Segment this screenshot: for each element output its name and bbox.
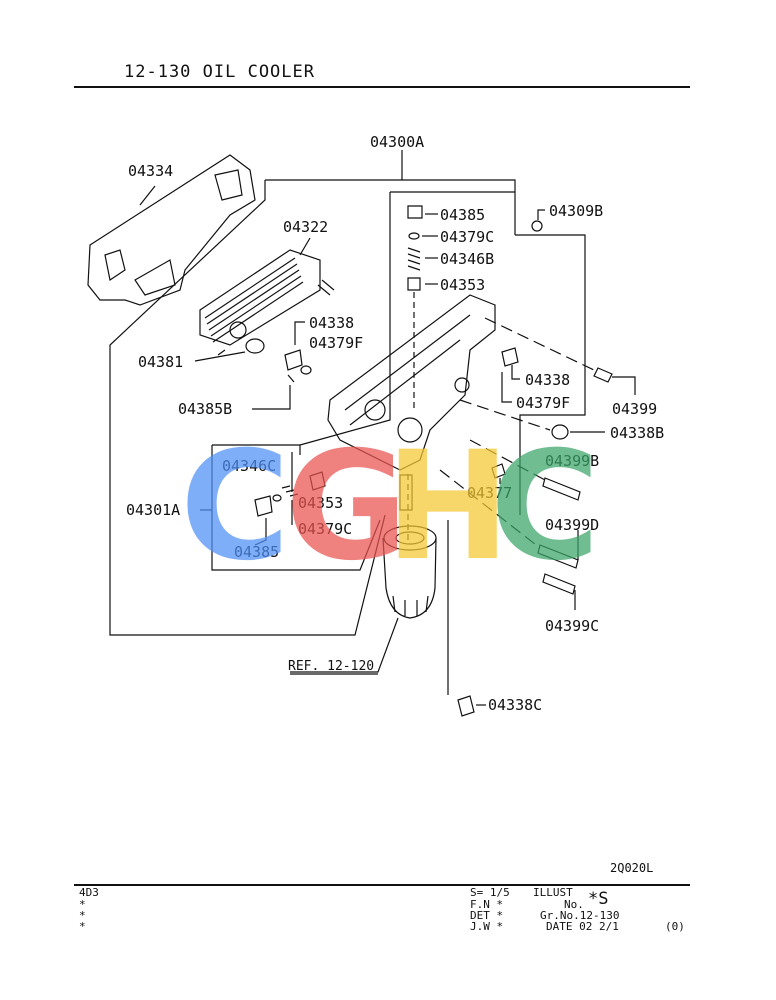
- oil-filter: [382, 537, 437, 619]
- label-04379C-bot: 04379C: [298, 520, 352, 538]
- label-04399D: 04399D: [545, 516, 599, 534]
- label-04338B: 04338B: [610, 424, 664, 442]
- footer-jw: J.W *: [470, 920, 504, 933]
- gasket-hole-2: [214, 169, 243, 201]
- leader-04385-bot: [254, 518, 267, 546]
- cooler-core-04322: [199, 249, 321, 346]
- leader-04381: [194, 351, 246, 362]
- gasket-hole-3: [134, 259, 176, 296]
- label-04353-bot: 04353: [298, 494, 343, 512]
- pin-04385B: [287, 374, 295, 383]
- page-title: 12-130 OIL COOLER: [124, 62, 315, 82]
- leader-04322: [299, 237, 311, 256]
- watermark-letter-g: G: [285, 420, 409, 594]
- label-04346C: 04346C: [222, 457, 276, 475]
- leader-04379F-b: [501, 372, 512, 403]
- spring-04346C: [281, 485, 299, 497]
- plug-04309B: [531, 220, 543, 232]
- leader-04334: [139, 185, 156, 206]
- footer-gr-no: Gr.No.12-130: [540, 909, 620, 922]
- bracket-04300A-left: [109, 180, 386, 636]
- plug-04385-bot: [254, 495, 273, 517]
- watermark-letter-c1: C: [180, 420, 291, 594]
- label-04322: 04322: [283, 218, 328, 236]
- plug-04338-b: [501, 347, 519, 367]
- label-04399C: 04399C: [545, 617, 599, 635]
- label-04334: 04334: [128, 162, 173, 180]
- leader-ref: [290, 617, 399, 673]
- label-04300A: 04300A: [370, 133, 424, 151]
- illustration-code: 2Q020L: [610, 861, 654, 875]
- footer-mark-1: *: [79, 898, 86, 911]
- footer-illust-label: ILLUST: [533, 886, 573, 899]
- bolt-04399D-a: [537, 544, 579, 569]
- valve-center: [399, 474, 413, 511]
- bolt-04399: [593, 367, 613, 383]
- bracket-valve-right: [515, 234, 586, 515]
- plug-04338-a: [284, 349, 303, 371]
- label-04385B: 04385B: [178, 400, 232, 418]
- label-04385-top: 04385: [440, 206, 485, 224]
- nut-04377: [491, 463, 506, 479]
- bracket-04300A-top: [265, 179, 516, 235]
- footer-mark-2: *: [79, 909, 86, 922]
- footer-model-code: 4D3: [79, 886, 99, 899]
- bolt-04399B: [542, 477, 581, 501]
- label-04385-bot: 04385: [234, 543, 279, 561]
- label-04338C: 04338C: [488, 696, 542, 714]
- label-04353-top: 04353: [440, 276, 485, 294]
- leader-04399: [612, 376, 636, 395]
- header-divider: [74, 86, 690, 88]
- footer-no-value: *S: [588, 889, 609, 909]
- leader-04385B: [252, 385, 291, 410]
- plug-04385-top: [407, 205, 423, 219]
- plug-04338C: [457, 695, 475, 717]
- footer-divider: [74, 884, 690, 886]
- label-04377: 04377: [467, 484, 512, 502]
- footer-revision: (0): [665, 920, 685, 933]
- cooler-pipe: [317, 279, 335, 296]
- washer-04379C-top: [408, 232, 420, 240]
- cooler-housing: [327, 294, 496, 471]
- footer-fn: F.N *: [470, 898, 504, 911]
- footer-date: DATE 02 2/1: [546, 920, 619, 933]
- valve-04353-bot: [309, 471, 326, 491]
- bracket-04301A: [211, 445, 381, 571]
- label-04379F-b: 04379F: [516, 394, 570, 412]
- footer-no-label: No.: [564, 898, 584, 911]
- washer-04338B: [551, 424, 569, 440]
- leader-04309B: [537, 209, 545, 220]
- gasket-04334: [87, 154, 256, 306]
- label-ref: REF. 12-120: [288, 659, 374, 674]
- label-04346B: 04346B: [440, 250, 494, 268]
- label-04301A: 04301A: [126, 501, 180, 519]
- leader-04338-a: [294, 321, 305, 345]
- label-04338-a: 04338: [309, 314, 354, 332]
- oring-04381: [245, 338, 265, 354]
- watermark-letter-c2: C: [490, 420, 601, 594]
- valve-04353-top: [407, 277, 421, 291]
- label-04399B: 04399B: [545, 452, 599, 470]
- label-04379F-a: 04379F: [309, 334, 363, 352]
- label-04379C-top: 04379C: [440, 228, 494, 246]
- footer-det: DET *: [470, 909, 504, 922]
- bolt-04399D-b: [542, 573, 576, 595]
- footer-mark-3: *: [79, 920, 86, 933]
- label-04338-b: 04338: [525, 371, 570, 389]
- footer-scale: S= 1/5: [470, 886, 510, 899]
- watermark-letter-h: H: [385, 420, 511, 594]
- bracket-valve-left: [299, 192, 391, 455]
- gasket-hole-1: [104, 249, 126, 281]
- label-04381: 04381: [138, 353, 183, 371]
- label-04399: 04399: [612, 400, 657, 418]
- leader-04338-b: [511, 365, 520, 380]
- label-04309B: 04309B: [549, 202, 603, 220]
- spring-04346B: [407, 247, 421, 271]
